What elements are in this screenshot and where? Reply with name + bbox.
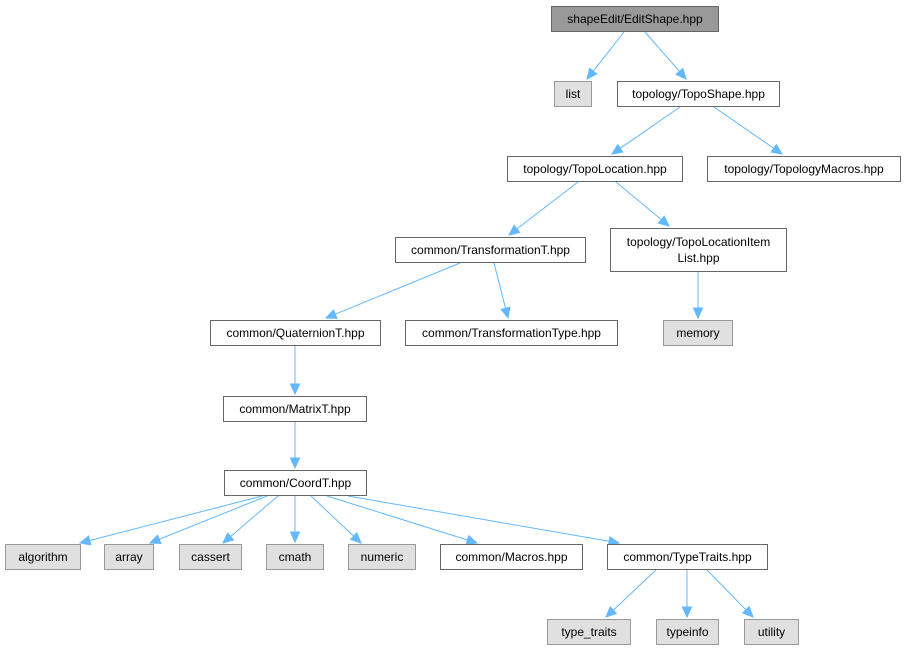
arrowhead-icon xyxy=(289,531,301,544)
edge-coordt-to-algorithm xyxy=(78,495,263,546)
edge-typetraits-to-typeinfo xyxy=(681,570,693,619)
node-common-macros-hpp[interactable]: common/Macros.hpp xyxy=(440,544,583,570)
edge-quaterniont-to-matrixt xyxy=(289,346,301,396)
arrowhead-icon xyxy=(692,307,704,320)
node-topology-topolocationitemlist-hpp[interactable]: topology/TopoLocationItem List.hpp xyxy=(610,228,787,272)
arrowhead-icon xyxy=(586,67,598,80)
node-memory[interactable]: memory xyxy=(663,320,733,346)
node-utility[interactable]: utility xyxy=(744,619,799,645)
arrowhead-icon xyxy=(78,535,92,546)
arrowhead-icon xyxy=(465,534,479,545)
node-common-matrixt-hpp[interactable]: common/MatrixT.hpp xyxy=(223,396,367,422)
arrowhead-icon xyxy=(289,383,301,396)
node-common-transformationt-hpp[interactable]: common/TransformationT.hpp xyxy=(395,237,586,263)
node-typeinfo[interactable]: typeinfo xyxy=(656,619,719,645)
edge-transformationt-to-quaterniont xyxy=(324,262,461,319)
node-algorithm[interactable]: algorithm xyxy=(5,544,81,570)
node-topology-topolocation-hpp[interactable]: topology/TopoLocation.hpp xyxy=(507,156,683,182)
node-cassert[interactable]: cassert xyxy=(179,544,242,570)
edge-toposhape-to-topologymacros xyxy=(713,106,784,155)
arrowhead-icon xyxy=(349,531,362,544)
edge-typetraits-to-utility xyxy=(706,569,754,618)
arrowhead-icon xyxy=(610,143,624,155)
node-numeric[interactable]: numeric xyxy=(348,544,416,570)
node-array[interactable]: array xyxy=(104,544,154,570)
arrowhead-icon xyxy=(657,215,670,227)
node-list[interactable]: list xyxy=(554,81,592,107)
edge-coordt-to-cassert xyxy=(222,495,279,544)
edge-coordt-to-macros xyxy=(326,495,479,545)
arrowhead-icon xyxy=(741,605,754,618)
arrowhead-icon xyxy=(605,605,618,618)
edge-typetraits-to-type-traits xyxy=(605,569,657,618)
node-shapeedit-editshape-hpp[interactable]: shapeEdit/EditShape.hpp xyxy=(551,6,719,32)
arrowhead-icon xyxy=(770,143,784,155)
node-topology-topologymacros-hpp[interactable]: topology/TopologyMacros.hpp xyxy=(707,156,901,182)
edge-coordt-to-numeric xyxy=(310,495,362,544)
edge-editshape-to-toposhape xyxy=(644,31,687,80)
edge-transformationt-to-transformationtype xyxy=(493,262,511,320)
edge-coordt-to-typetraits xyxy=(347,495,621,547)
edge-coordt-to-array xyxy=(148,495,268,544)
node-common-typetraits-hpp[interactable]: common/TypeTraits.hpp xyxy=(607,544,768,570)
node-type-traits[interactable]: type_traits xyxy=(547,619,631,645)
edge-topolocation-to-itemlist xyxy=(615,181,670,227)
arrowhead-icon xyxy=(289,457,301,470)
arrowhead-icon xyxy=(508,224,521,236)
node-topology-toposhape-hpp[interactable]: topology/TopoShape.hpp xyxy=(617,81,780,107)
edge-itemlist-to-memory xyxy=(692,272,704,320)
arrowhead-icon xyxy=(222,532,235,544)
edge-matrixt-to-coordt xyxy=(289,422,301,470)
edge-topolocation-to-transformationt xyxy=(508,181,579,236)
edge-coordt-to-cmath xyxy=(289,496,301,544)
node-cmath[interactable]: cmath xyxy=(266,544,324,570)
arrowhead-icon xyxy=(148,534,162,544)
node-common-quaterniont-hpp[interactable]: common/QuaternionT.hpp xyxy=(210,320,381,346)
edge-toposhape-to-topolocation xyxy=(610,106,681,155)
arrowhead-icon xyxy=(324,309,338,319)
arrowhead-icon xyxy=(500,306,511,320)
arrowhead-icon xyxy=(681,606,693,619)
arrowhead-icon xyxy=(675,67,687,80)
node-common-transformationtype-hpp[interactable]: common/TransformationType.hpp xyxy=(405,320,618,346)
node-common-coordt-hpp[interactable]: common/CoordT.hpp xyxy=(224,470,367,496)
edge-editshape-to-list xyxy=(586,31,625,80)
